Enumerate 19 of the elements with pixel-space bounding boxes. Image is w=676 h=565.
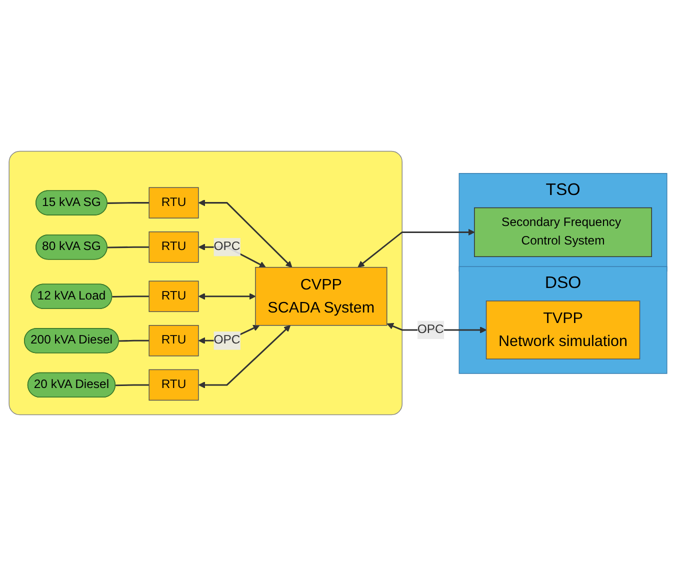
cluster	[8, 150, 403, 415]
connector	[107, 202, 150, 204]
node-box: RTU	[148, 324, 199, 356]
node-box: RTU	[148, 280, 199, 312]
edge-label: OPC	[214, 240, 240, 253]
connector	[107, 246, 150, 248]
node-box: RTU	[148, 230, 199, 262]
edge-label: OPC	[214, 333, 240, 346]
node-box: Secondary Frequency Control System	[474, 206, 652, 257]
arrow	[358, 228, 475, 267]
node-box: RTU	[148, 368, 199, 400]
edge-label: OPC	[417, 322, 444, 336]
connector	[116, 384, 150, 386]
node-box: TVPP Network simulation	[486, 300, 640, 359]
connector	[118, 339, 150, 342]
node-box: CVPP SCADA System	[255, 266, 388, 326]
arrow	[198, 292, 256, 300]
node-box: RTU	[148, 186, 199, 218]
connector	[112, 295, 150, 297]
